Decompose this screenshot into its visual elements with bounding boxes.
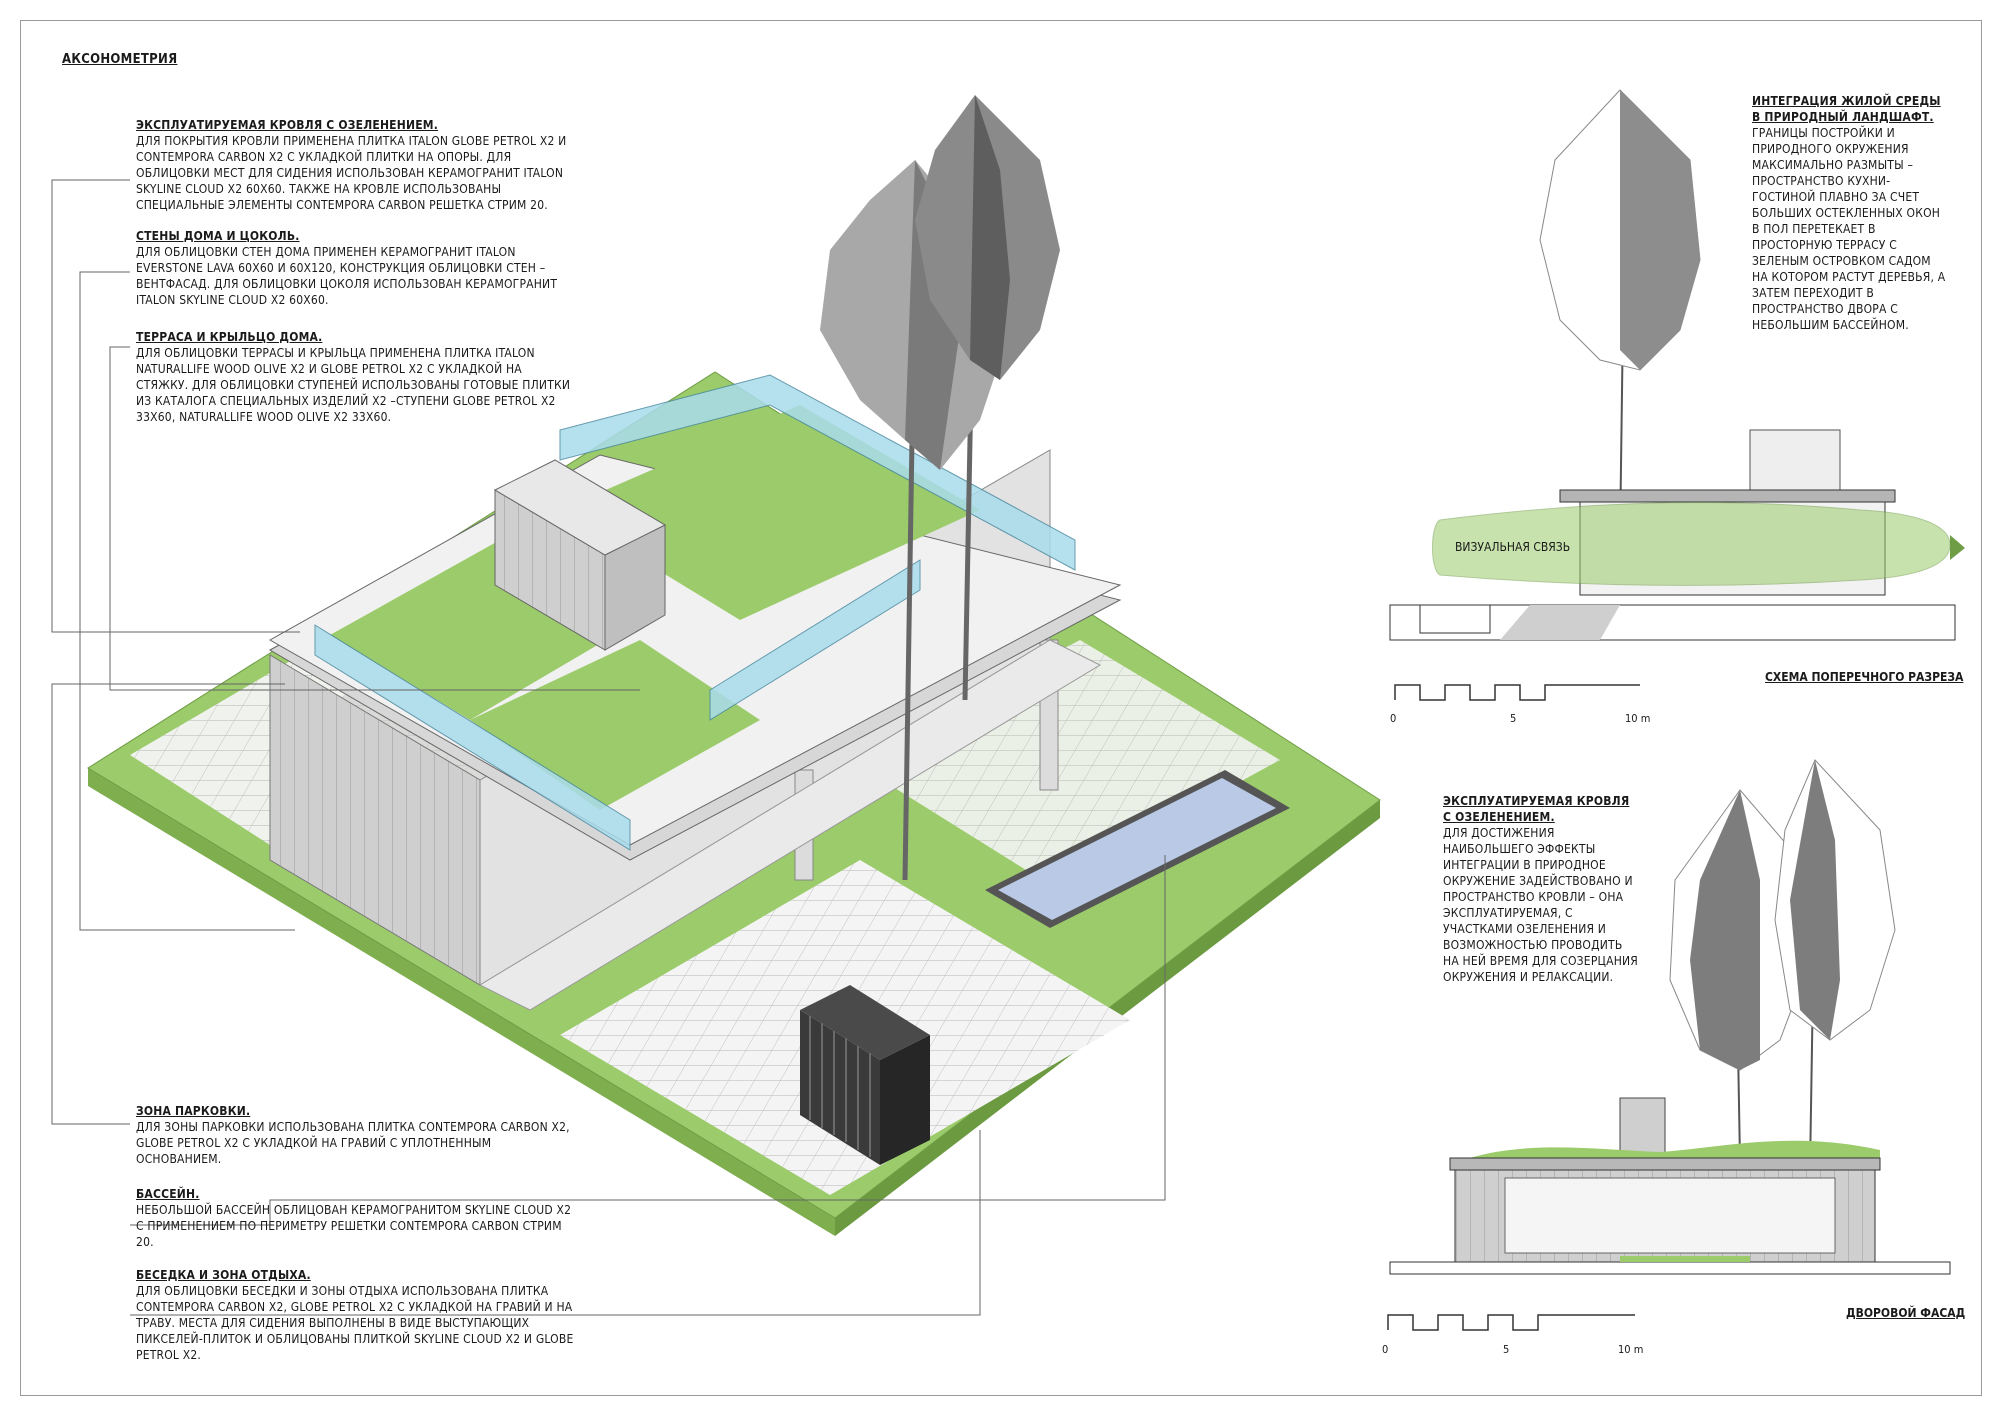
leader-lines <box>51 179 1166 1316</box>
section-roof-slab <box>1559 489 1896 503</box>
gazebo-front <box>880 1035 930 1165</box>
facade-plinth <box>1389 1261 1951 1275</box>
note-parking: ЗОНА ПАРКОВКИ. ДЛЯ ЗОНЫ ПАРКОВКИ ИСПОЛЬЗ… <box>136 1103 576 1167</box>
pool-water <box>998 778 1276 920</box>
note-heading: БАССЕЙН. <box>136 1187 200 1201</box>
note-heading: ЭКСПЛУАТИРУЕМАЯ КРОВЛЯ С ОЗЕЛЕНЕНИЕМ. <box>1443 794 1630 824</box>
facade-grass-strip <box>1620 1256 1750 1262</box>
section-scale-bar <box>1394 684 1640 701</box>
visual-link-arrow <box>1950 535 1965 560</box>
glass-parapet-inner <box>709 559 921 721</box>
section-scale-tick-5: 5 <box>1510 712 1517 725</box>
facade-drawing <box>1387 759 1951 1331</box>
note-heading: ИНТЕГРАЦИЯ ЖИЛОЙ СРЕДЫ В ПРИРОДНЫЙ ЛАНДШ… <box>1752 94 1941 124</box>
facade-scale-tick-10: 10 m <box>1618 1343 1644 1356</box>
page-title: АКСОНОМЕТРИЯ <box>62 52 178 67</box>
note-heading: ЭКСПЛУАТИРУЕМАЯ КРОВЛЯ С ОЗЕЛЕНЕНИЕМ. <box>136 118 439 132</box>
note-gazebo: БЕСЕДКА И ЗОНА ОТДЫХА. ДЛЯ ОБЛИЦОВКИ БЕС… <box>136 1267 576 1363</box>
gazebo-top <box>800 985 930 1060</box>
leader-terrace <box>109 346 640 691</box>
note-pool: БАССЕЙН. НЕБОЛЬШОЙ БАССЕЙН ОБЛИЦОВАН КЕР… <box>136 1186 576 1250</box>
glass-parapet-back <box>559 374 1076 571</box>
leader-pool <box>130 855 1166 1226</box>
note-text: НЕБОЛЬШОЙ БАССЕЙН ОБЛИЦОВАН КЕРАМОГРАНИТ… <box>136 1203 572 1249</box>
terrace-plinth <box>478 639 1102 1011</box>
sheet-frame <box>20 20 1982 1396</box>
note-green-roof: ЭКСПЛУАТИРУЕМАЯ КРОВЛЯ С ОЗЕЛЕНЕНИЕМ. ДЛ… <box>136 117 576 213</box>
note-text: ДЛЯ ПОКРЫТИЯ КРОВЛИ ПРИМЕНЕНА ПЛИТКА ITA… <box>136 134 567 212</box>
note-text: ДЛЯ ОБЛИЦОВКИ БЕСЕДКИ И ЗОНЫ ОТДЫХА ИСПО… <box>136 1284 574 1362</box>
gazebo-slats <box>809 1016 871 1157</box>
leader-parking <box>51 683 285 1125</box>
facade-green-roof <box>1470 1140 1880 1160</box>
note-text: ГРАНИЦЫ ПОСТРОЙКИ И ПРИРОДНОГО ОКРУЖЕНИЯ… <box>1752 126 1946 332</box>
note-heading: БЕСЕДКА И ЗОНА ОТДЫХА. <box>136 1268 311 1282</box>
roof-box-top <box>493 459 667 556</box>
facade-roof-box <box>1619 1097 1666 1159</box>
leader-gazebo <box>130 1130 981 1316</box>
note-heading: ТЕРРАСА И КРЫЛЬЦО ДОМА. <box>136 330 323 344</box>
note-heading: СТЕНЫ ДОМА И ЦОКОЛЬ. <box>136 229 300 243</box>
paving-right <box>850 640 1280 885</box>
facade-scale-bar <box>1387 1314 1635 1331</box>
glass-parapet-front <box>314 624 631 851</box>
note-text: ДЛЯ ДОСТИЖЕНИЯ НАИБОЛЬШЕГО ЭФФЕКТЫ ИНТЕГ… <box>1443 826 1638 984</box>
note-roof-integration: ЭКСПЛУАТИРУЕМАЯ КРОВЛЯ С ОЗЕЛЕНЕНИЕМ. ДЛ… <box>1443 793 1638 985</box>
tree-canopy-2-shade <box>970 95 1010 380</box>
facade-tree-shade-1 <box>1690 790 1760 1070</box>
note-landscape-integration: ИНТЕГРАЦИЯ ЖИЛОЙ СРЕДЫ В ПРИРОДНЫЙ ЛАНДШ… <box>1752 93 1948 333</box>
visual-link-label: ВИЗУАЛЬНАЯ СВЯЗЬ <box>1455 540 1571 554</box>
site-side-left <box>88 768 835 1236</box>
facade-scale-tick-5: 5 <box>1503 1343 1510 1356</box>
section-scale-tick-10: 10 m <box>1625 712 1651 725</box>
facade-caption: ДВОРОВОЙ ФАСАД <box>1846 1306 1966 1320</box>
section-caption: СХЕМА ПОПЕРЕЧНОГО РАЗРЕЗА <box>1765 670 1964 684</box>
note-heading: ЗОНА ПАРКОВКИ. <box>136 1104 251 1118</box>
gazebo-side <box>800 1010 880 1165</box>
note-walls: СТЕНЫ ДОМА И ЦОКОЛЬ. ДЛЯ ОБЛИЦОВКИ СТЕН … <box>136 228 576 308</box>
axonometry-drawing <box>87 95 1381 1236</box>
facade-tree-shade-2 <box>1790 760 1840 1040</box>
facade-scale-tick-0: 0 <box>1382 1343 1389 1356</box>
section-shadow <box>1500 605 1620 640</box>
note-text: ДЛЯ ЗОНЫ ПАРКОВКИ ИСПОЛЬЗОВАНА ПЛИТКА CO… <box>136 1120 570 1166</box>
section-tree-shade <box>1620 90 1700 370</box>
note-text: ДЛЯ ОБЛИЦОВКИ ТЕРРАСЫ И КРЫЛЬЦА ПРИМЕНЕН… <box>136 346 571 424</box>
note-terrace: ТЕРРАСА И КРЫЛЬЦО ДОМА. ДЛЯ ОБЛИЦОВКИ ТЕ… <box>136 329 576 425</box>
leader-roof <box>51 179 300 633</box>
visual-link-band <box>1432 502 1951 586</box>
leader-walls <box>79 271 295 931</box>
section-roof-box <box>1749 429 1841 491</box>
facade-glazing <box>1504 1177 1836 1254</box>
facade-roof-slab <box>1449 1157 1881 1171</box>
section-drawing <box>1389 89 1965 701</box>
section-scale-tick-0: 0 <box>1390 712 1397 725</box>
note-text: ДЛЯ ОБЛИЦОВКИ СТЕН ДОМА ПРИМЕНЕН КЕРАМОГ… <box>136 245 558 307</box>
section-pool <box>1419 604 1491 634</box>
